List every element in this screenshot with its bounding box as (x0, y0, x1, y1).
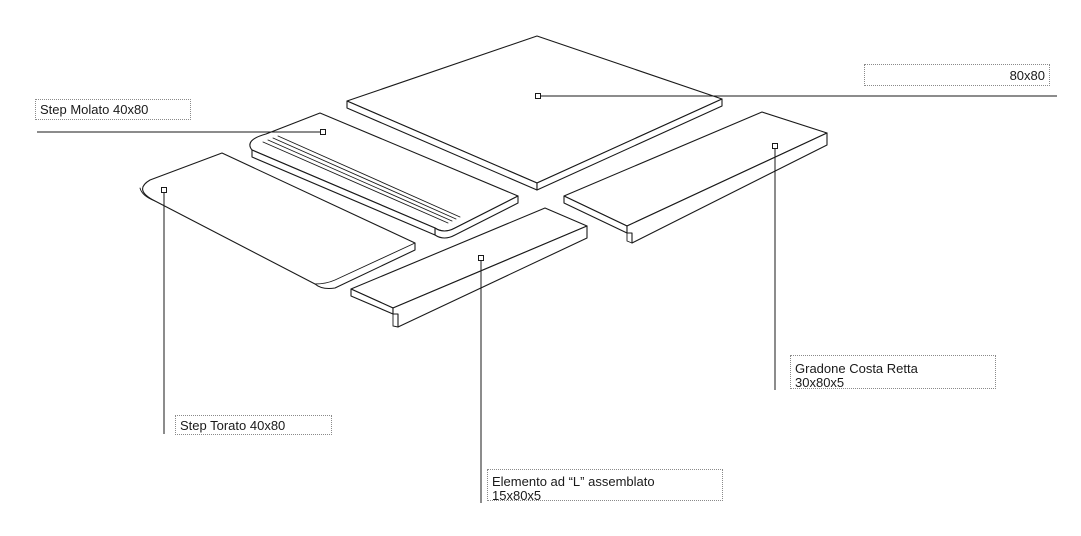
label-elemento-l-line1: Elemento ad “L” assemblato (492, 474, 655, 489)
marker-80x80 (535, 93, 541, 99)
label-gradone: Gradone Costa Retta 30x80x5 (790, 355, 996, 390)
label-step-torato-text: Step Torato 40x80 (180, 418, 286, 433)
marker-step-torato (161, 187, 167, 193)
marker-elemento-l (478, 255, 484, 261)
leader-lines (37, 95, 1057, 503)
label-80x80: 80x80 (864, 64, 1050, 86)
label-step-torato: Step Torato 40x80 (175, 415, 332, 435)
label-gradone-line1: Gradone Costa Retta (795, 361, 918, 376)
label-elemento-l: Elemento ad “L” assemblato 15x80x5 (487, 469, 723, 503)
tile-80x80 (346, 35, 723, 191)
elemento-l-15x80x5 (350, 207, 588, 328)
label-80x80-text: 80x80 (1009, 68, 1045, 83)
marker-gradone (772, 143, 778, 149)
gradone-costa-retta-30x80x5 (563, 111, 828, 244)
marker-step-molato (320, 129, 326, 135)
label-gradone-line2: 30x80x5 (795, 375, 845, 390)
label-step-molato: Step Molato 40x80 (35, 99, 191, 120)
point-markers (161, 93, 778, 261)
label-step-molato-text: Step Molato 40x80 (40, 102, 149, 117)
step-molato-40x80 (249, 112, 519, 239)
label-elemento-l-line2: 15x80x5 (492, 488, 542, 503)
step-torato-40x80 (139, 152, 416, 290)
